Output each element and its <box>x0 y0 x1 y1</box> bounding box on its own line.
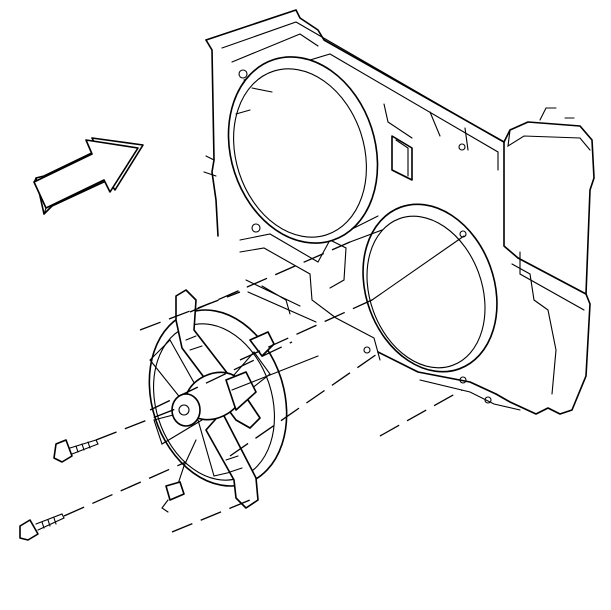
lower-bolt <box>19 513 65 541</box>
bolt-icon <box>53 439 99 463</box>
upper-bolt <box>53 439 99 463</box>
bolt-icon <box>19 513 65 541</box>
direction-arrow-icon <box>33 137 144 215</box>
alignment-lines <box>63 229 465 533</box>
fan-shroud <box>203 9 595 415</box>
cooling-fan-assembly <box>148 289 288 513</box>
